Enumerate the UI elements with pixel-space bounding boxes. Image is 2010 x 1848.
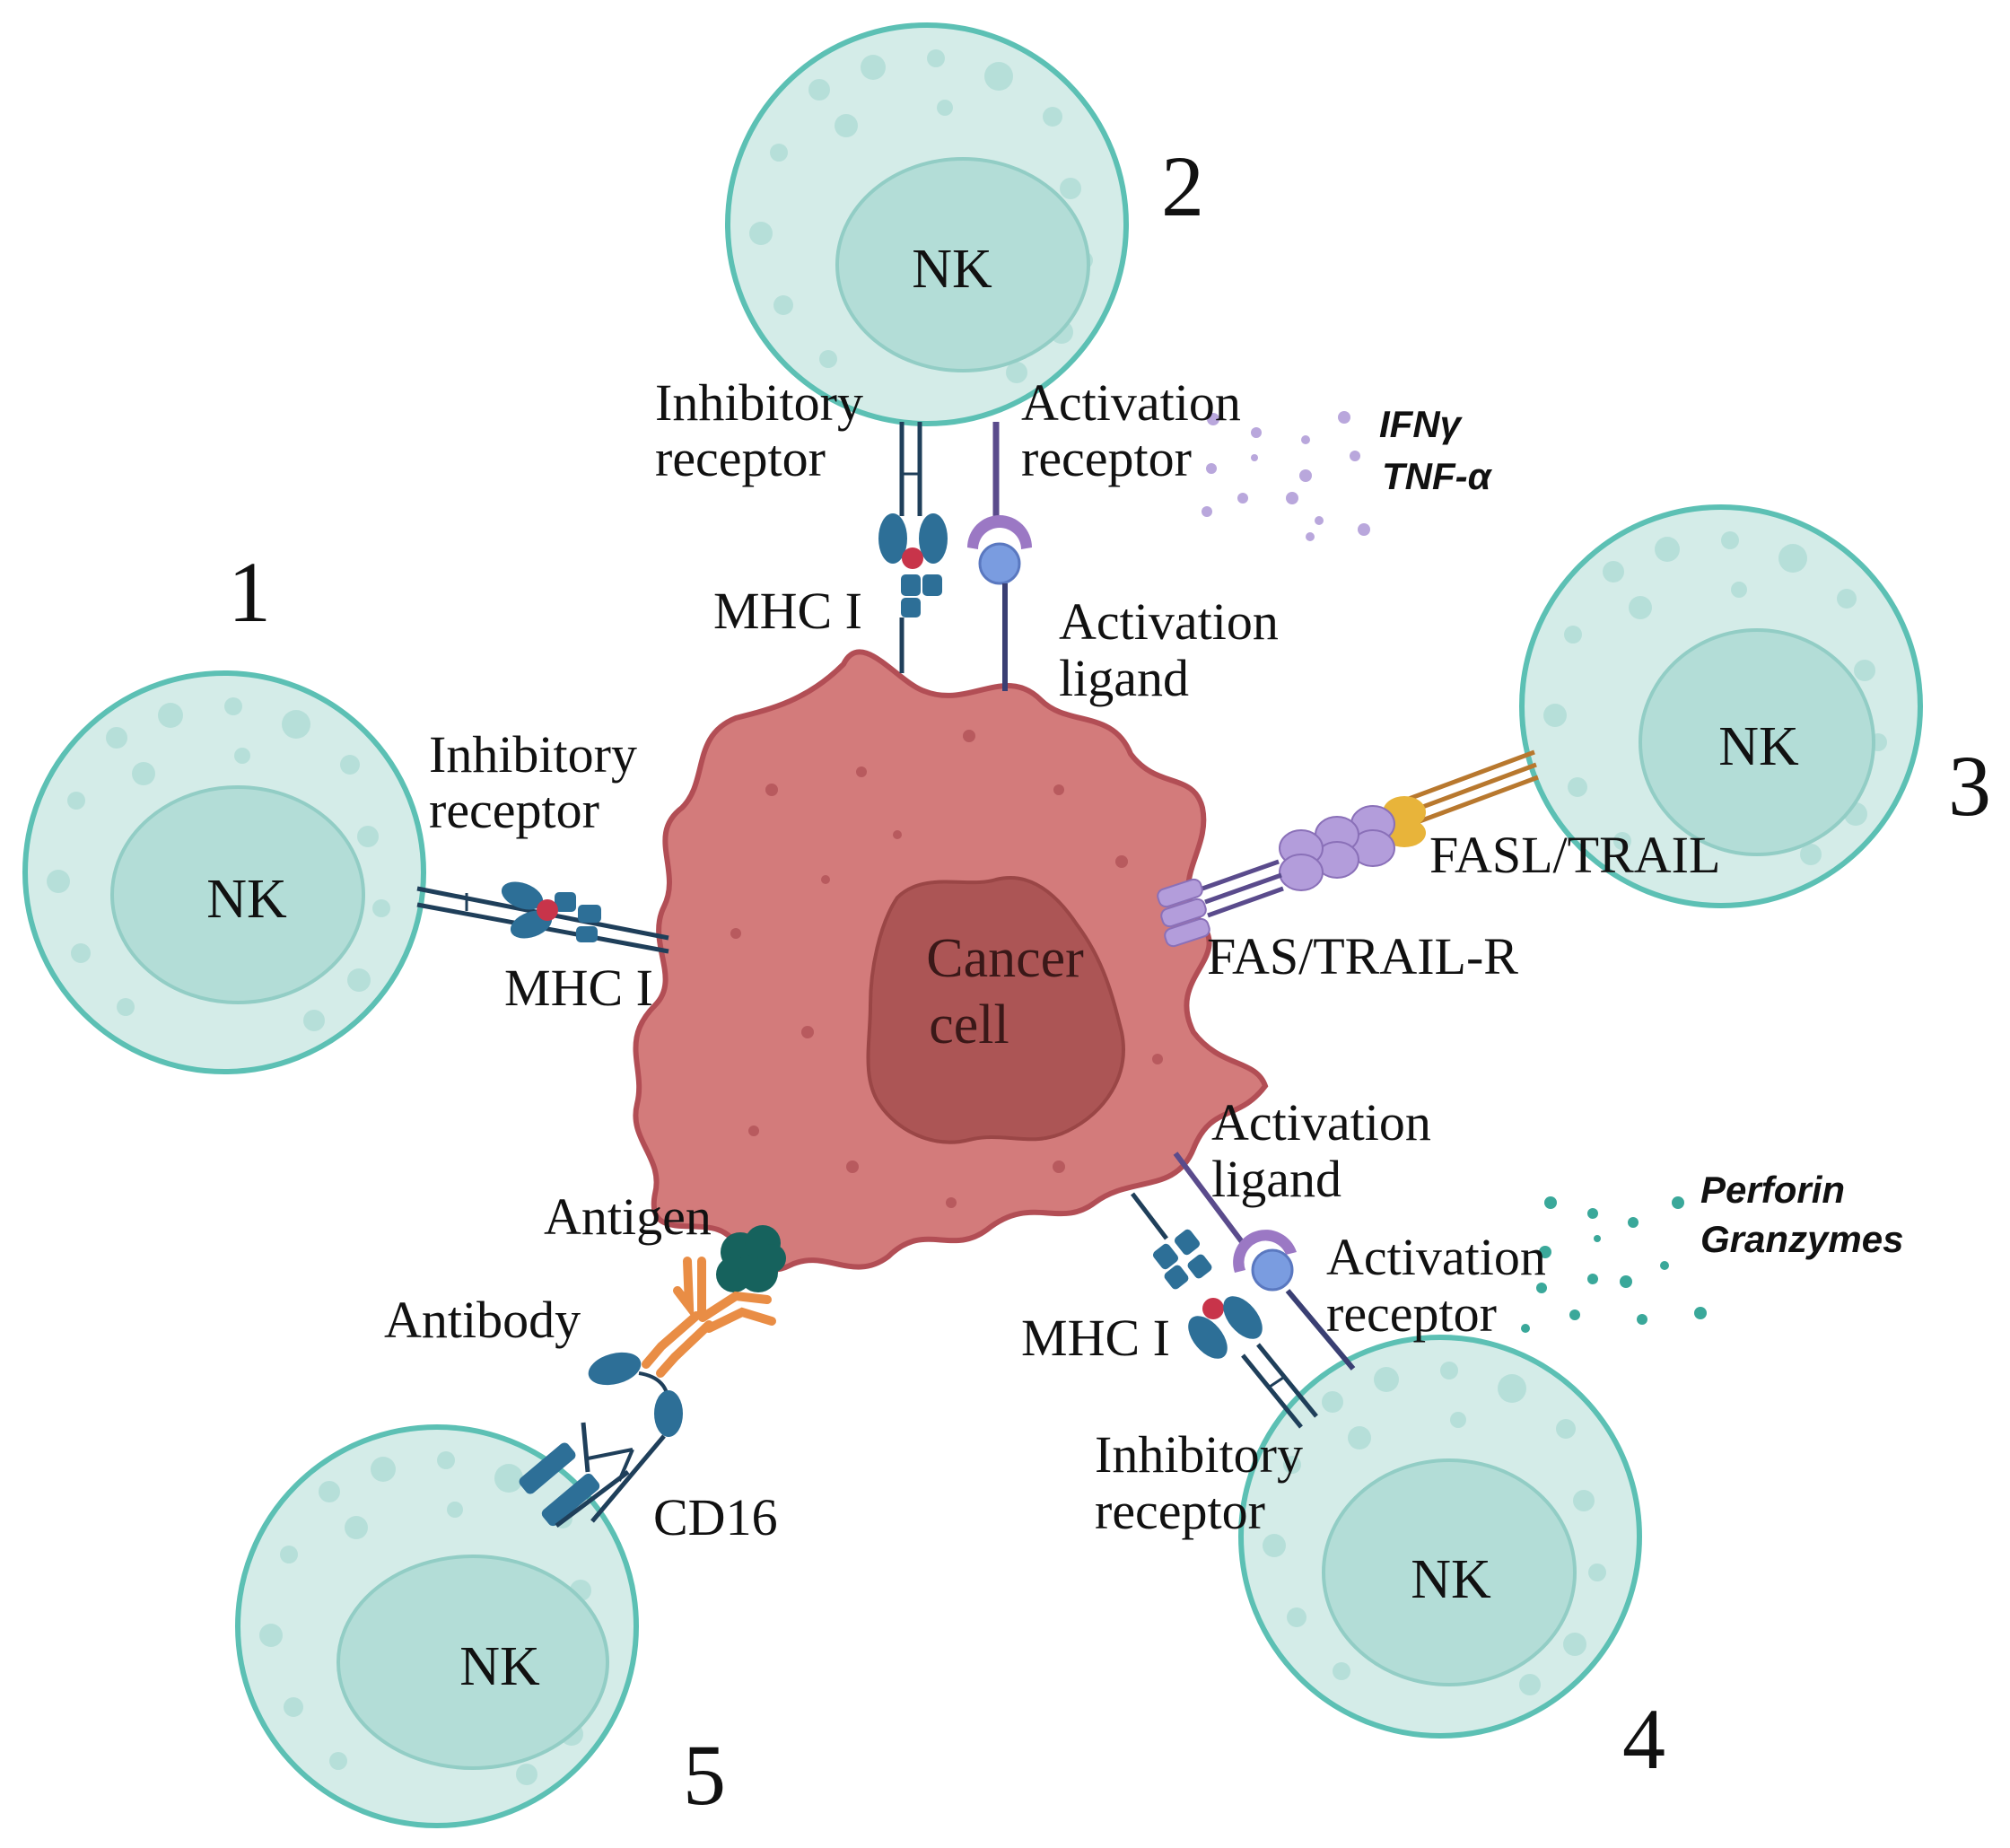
mechanism-number: 4 <box>1622 1691 1665 1787</box>
mechanism-number: 3 <box>1948 738 1991 834</box>
inhibitory-receptor-label-1: Inhibitory <box>655 373 863 432</box>
activation-receptor-label-2: receptor <box>1326 1284 1497 1343</box>
antigen-label: Antigen <box>544 1187 712 1246</box>
activation-ligand-label-2: ligand <box>1059 649 1189 707</box>
granule-label-perforin: Perforin <box>1700 1169 1845 1211</box>
cancer-cell-label-2: cell <box>929 994 1009 1055</box>
nk-cell-2: NK <box>725 22 1129 426</box>
cytokine-dots <box>1202 411 1370 541</box>
cancer-cell-nucleus <box>866 876 1125 1144</box>
mechanism-number: 2 <box>1161 138 1204 234</box>
activation-ligand-label-2: ligand <box>1211 1150 1341 1208</box>
mechanism-4: NK 4 Activation <box>1021 1093 1903 1787</box>
cytokine-label-ifng: IFNγ <box>1379 403 1464 445</box>
nk-cell-4: NK <box>1238 1335 1642 1739</box>
mhc-label: MHC I <box>1021 1309 1170 1367</box>
activation-receptor-ligand-4 <box>1173 1152 1356 1371</box>
mhc-label: MHC I <box>713 582 862 640</box>
mhc-label: MHC I <box>504 959 653 1017</box>
granule-label-granzymes: Granzymes <box>1700 1218 1903 1260</box>
inhibitory-receptor-label-2: receptor <box>1095 1482 1265 1540</box>
inhibitory-receptor-label-1: Inhibitory <box>429 725 637 784</box>
fas-trail-r-label: FAS/TRAIL-R <box>1207 927 1518 985</box>
antibody-label: Antibody <box>384 1291 581 1349</box>
granule-dots <box>1521 1196 1707 1333</box>
activation-receptor-label-2: receptor <box>1021 429 1192 487</box>
nk-label: NK <box>1411 1549 1491 1610</box>
activation-receptor-label-1: Activation <box>1021 373 1241 432</box>
activation-receptor-ligand-2 <box>967 422 1032 691</box>
nk-label: NK <box>1718 716 1799 777</box>
inhibitory-receptor-mhc-1 <box>416 881 669 954</box>
mechanism-number: 5 <box>683 1727 726 1823</box>
cancer-cell: Cancer cell <box>633 649 1269 1273</box>
nk-cell-1: NK <box>22 670 426 1074</box>
nk-label: NK <box>459 1636 540 1697</box>
antigen <box>716 1225 786 1292</box>
cd16-label: CD16 <box>653 1488 778 1546</box>
nk-cell-3: NK <box>1519 504 1923 908</box>
inhibitory-receptor-mhc-2 <box>878 422 948 673</box>
inhibitory-receptor-label-2: receptor <box>655 429 826 487</box>
mechanism-2: NK 2 Inhibitory rece <box>655 22 1493 707</box>
activation-ligand-label-1: Activation <box>1211 1093 1431 1152</box>
nk-cell-5: NK <box>235 1424 639 1828</box>
fasl-fas-complex <box>1157 749 1539 948</box>
mechanism-number: 1 <box>228 544 271 640</box>
fasl-trail-label: FASL/TRAIL <box>1429 826 1720 884</box>
antibody <box>642 1257 776 1378</box>
cd16-receptor <box>519 1352 683 1528</box>
nk-label: NK <box>912 239 992 300</box>
mechanism-5: NK 5 Antigen Antibod <box>235 1187 786 1828</box>
inhibitory-receptor-label-1: Inhibitory <box>1095 1425 1303 1484</box>
activation-receptor-label-1: Activation <box>1326 1228 1546 1286</box>
mechanism-3: NK 3 FASL/TRAIL FAS/TRAIL-R <box>1157 504 1991 985</box>
inhibitory-receptor-label-2: receptor <box>429 781 599 839</box>
cancer-cell-label-1: Cancer <box>926 928 1084 989</box>
cytokine-label-tnfa: TNF-α <box>1382 455 1493 497</box>
inhibitory-receptor-mhc-4 <box>1131 1192 1318 1429</box>
nk-label: NK <box>206 869 287 930</box>
activation-ligand-label-1: Activation <box>1059 592 1279 651</box>
mechanism-1: NK 1 Inhibitory receptor MHC I <box>22 544 669 1074</box>
